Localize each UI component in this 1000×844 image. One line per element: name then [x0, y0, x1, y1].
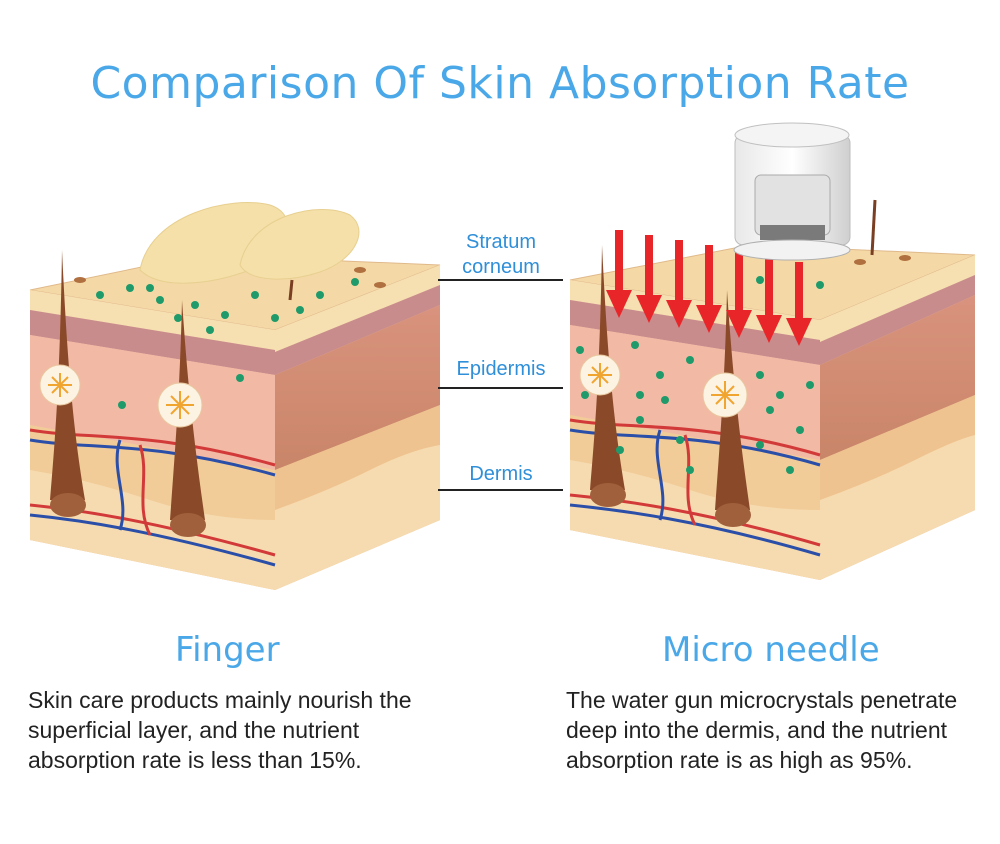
label-epidermis: Epidermis — [456, 358, 546, 380]
right-skin-block — [569, 122, 976, 580]
page-title: Comparison Of Skin Absorption Rate — [90, 58, 910, 109]
left-description: Skin care products mainly nourish the su… — [28, 687, 412, 773]
left-heading: Finger — [175, 630, 280, 670]
left-skin-block — [29, 202, 441, 590]
micro-needle-device-icon — [733, 122, 851, 261]
right-heading: Micro needle — [662, 630, 880, 670]
label-stratum-corneum: Stratum corneum — [462, 231, 540, 278]
layer-lines — [438, 279, 563, 491]
label-dermis: Dermis — [469, 463, 533, 485]
right-description: The water gun microcrystals penetrate de… — [566, 687, 958, 773]
red-arrows — [606, 230, 812, 346]
